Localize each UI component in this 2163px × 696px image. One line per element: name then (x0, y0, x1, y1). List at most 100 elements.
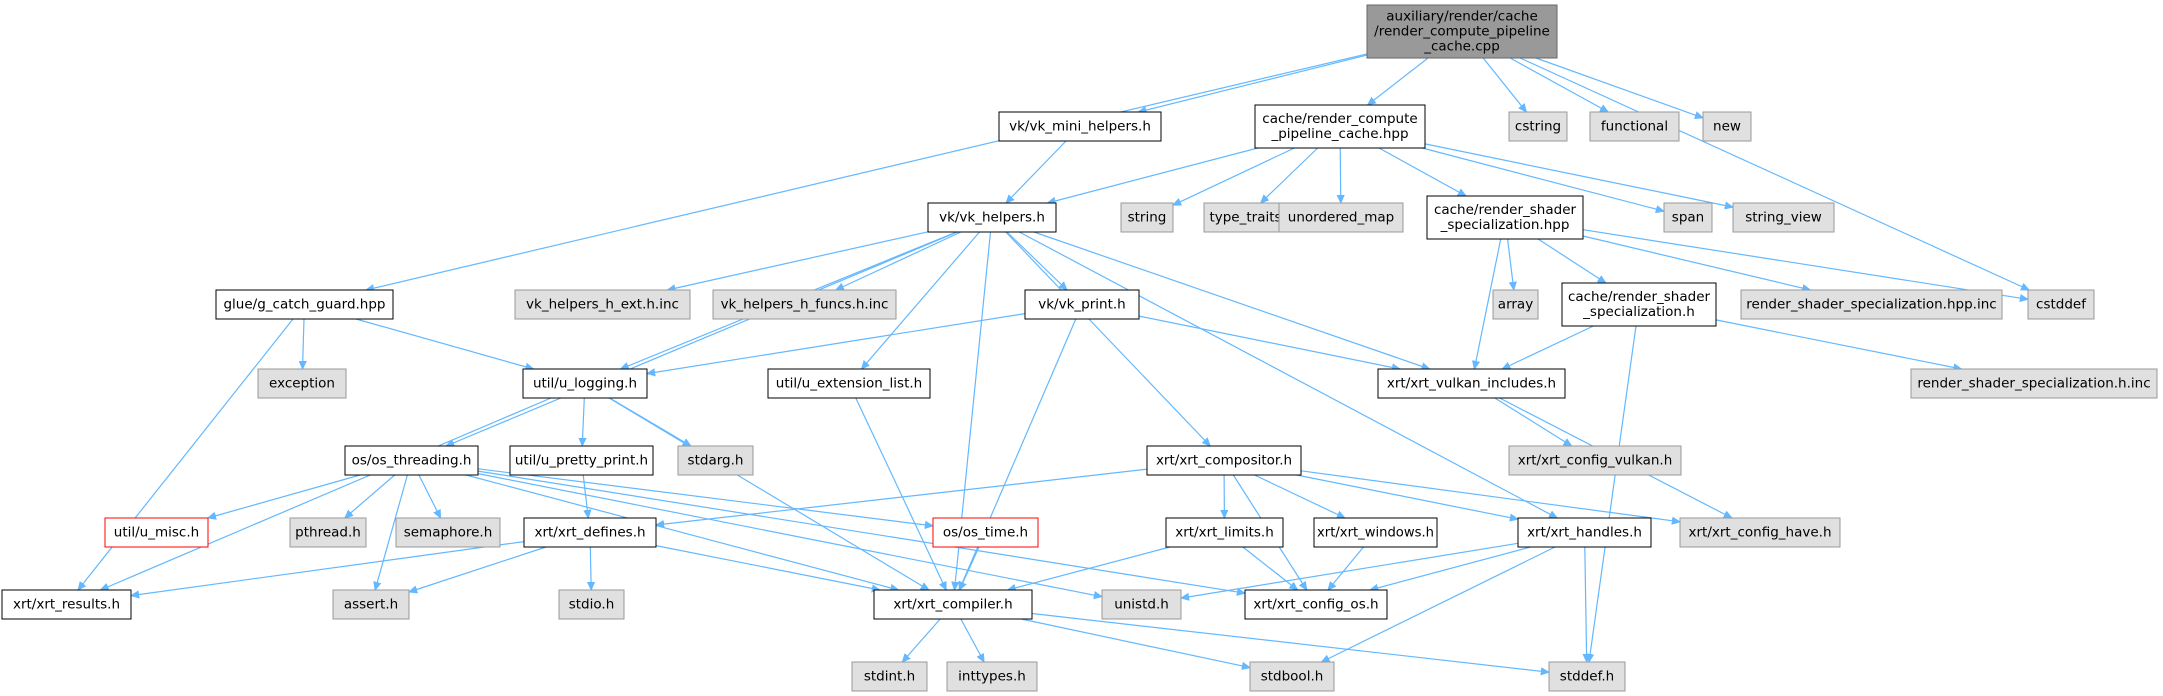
edge-root-to-vk_mini (1138, 54, 1368, 112)
node-vk_print[interactable]: vk/vk_print.h (1024, 289, 1140, 320)
node-box-rcp_hpp (1254, 104, 1426, 149)
edge-handles-to-stdbool (1322, 546, 1556, 663)
node-box-results (1, 589, 132, 620)
node-u_logging[interactable]: util/u_logging.h (522, 368, 648, 399)
node-box-stdio (558, 589, 625, 620)
edge-compositor-to-handles (1296, 474, 1518, 519)
edge-compiler-to-stddef (1031, 612, 1549, 673)
node-box-inttypes (946, 661, 1038, 692)
node-os_time[interactable]: os/os_time.h (932, 517, 1039, 548)
edge-compiler-to-stdint (902, 618, 941, 662)
node-label: stdio.h (569, 597, 615, 613)
edge-vk_helpers-to-vk_ext (667, 231, 929, 290)
node-box-span (1663, 202, 1713, 233)
edge-vk_helpers-to-vk_funcs (836, 231, 962, 291)
node-label: string (1128, 210, 1167, 226)
node-box-vk_includes (1377, 368, 1566, 399)
edge-compiler-to-stdbool (1021, 618, 1250, 668)
node-label: cstring (1515, 119, 1561, 135)
node-label: util/u_logging.h (533, 376, 637, 392)
edge-rcp_hpp-to-span (1422, 147, 1664, 211)
edge-vk_helpers-to-vk_print (1006, 231, 1067, 290)
node-compositor[interactable]: xrt/xrt_compositor.h (1146, 445, 1302, 476)
node-label: _pipeline_cache.hpp (1270, 126, 1408, 142)
node-label: auxiliary/render/cache (1386, 9, 1538, 25)
node-stdbool: stdbool.h (1249, 661, 1335, 692)
node-label: stdarg.h (688, 453, 744, 469)
node-box-type_traits (1203, 202, 1288, 233)
node-label: pthread.h (295, 525, 361, 541)
node-box-stdarg (677, 445, 754, 476)
edge-defines-to-results (131, 541, 525, 596)
node-box-vk_mini (998, 111, 1162, 142)
edge-root-to-functional (1509, 57, 1608, 112)
node-rss_hpp[interactable]: cache/render_shader_specialization.hpp (1426, 195, 1584, 240)
node-stddef: stddef.h (1548, 661, 1626, 692)
node-box-u_pretty (509, 445, 654, 476)
node-rcp_hpp[interactable]: cache/render_compute_pipeline_cache.hpp (1254, 104, 1426, 149)
node-label: cache/render_shader (1434, 202, 1577, 218)
node-handles[interactable]: xrt/xrt_handles.h (1517, 517, 1652, 548)
edge-vk_helpers-to-compositor (1005, 231, 1210, 446)
edge-rcp_hpp-to-string_view (1424, 143, 1733, 207)
node-functional: functional (1589, 111, 1680, 142)
node-u_pretty[interactable]: util/u_pretty_print.h (509, 445, 654, 476)
edge-vk_helpers-to-os_threading (446, 231, 958, 446)
edge-limits-to-compiler (1008, 546, 1170, 590)
node-root[interactable]: auxiliary/render/cache/render_compute_pi… (1366, 4, 1558, 59)
edge-root-to-cstring (1482, 57, 1526, 112)
node-defines[interactable]: xrt/xrt_defines.h (523, 517, 657, 548)
edge-vk_helpers-to-u_ext_list (862, 231, 980, 369)
node-label: render_shader_specialization.h.inc (1917, 376, 2150, 392)
node-limits[interactable]: xrt/xrt_limits.h (1165, 517, 1284, 548)
node-vk_includes[interactable]: xrt/xrt_vulkan_includes.h (1377, 368, 1566, 399)
edge-compositor-to-windows (1254, 474, 1346, 519)
edge-defines-to-compiler (655, 545, 880, 590)
node-type_traits: type_traits (1203, 202, 1288, 233)
node-label: stdbool.h (1261, 669, 1324, 685)
edge-os_threading-to-compiler (465, 474, 899, 590)
node-label: cache/render_shader (1568, 289, 1711, 305)
node-vk_helpers[interactable]: vk/vk_helpers.h (927, 202, 1057, 233)
node-box-compositor (1146, 445, 1302, 476)
edge-handles-to-cfg_os (1370, 546, 1531, 590)
node-string_view: string_view (1732, 202, 1835, 233)
edge-vk_mini-to-vk_helpers (1006, 140, 1067, 203)
edge-glue-to-u_logging (355, 318, 534, 369)
node-label: vk_helpers_h_ext.h.inc (526, 297, 679, 313)
node-u_misc[interactable]: util/u_misc.h (104, 517, 209, 548)
node-label: stddef.h (1560, 669, 1614, 685)
node-box-glue (215, 289, 394, 320)
node-string: string (1120, 202, 1174, 233)
edge-os_time-to-compiler (958, 546, 980, 590)
node-box-vk_helpers (927, 202, 1057, 233)
edge-defines-to-stdio (590, 546, 591, 590)
edge-os_threading-to-semaphore (418, 474, 442, 518)
edge-rss_h-to-stddef (1589, 325, 1637, 662)
node-rss_h[interactable]: cache/render_shader_specialization.h (1561, 282, 1717, 327)
edge-u_logging-to-results (101, 397, 552, 590)
node-label: unordered_map (1288, 210, 1394, 226)
node-windows[interactable]: xrt/xrt_windows.h (1313, 517, 1438, 548)
node-compiler[interactable]: xrt/xrt_compiler.h (873, 589, 1033, 620)
node-label: new (1713, 119, 1741, 135)
node-cfg_os[interactable]: xrt/xrt_config_os.h (1244, 589, 1388, 620)
edge-root-to-cstddef (1519, 57, 2029, 291)
node-label: string_view (1745, 210, 1822, 226)
node-box-functional (1589, 111, 1680, 142)
node-os_threading[interactable]: os/os_threading.h (344, 445, 479, 476)
node-label: /render_compute_pipeline (1374, 24, 1550, 40)
node-u_ext_list[interactable]: util/u_extension_list.h (767, 368, 931, 399)
node-box-string (1120, 202, 1174, 233)
node-label: xrt/xrt_limits.h (1175, 525, 1274, 541)
edge-rss_h-to-rss_h_inc (1715, 319, 1962, 369)
edge-vk_print-to-compiler (959, 318, 1077, 590)
node-label: assert.h (344, 597, 398, 613)
node-glue[interactable]: glue/g_catch_guard.hpp (215, 289, 394, 320)
node-results[interactable]: xrt/xrt_results.h (1, 589, 132, 620)
node-vk_mini[interactable]: vk/vk_mini_helpers.h (998, 111, 1162, 142)
edge-os_threading-to-os_time (477, 468, 933, 526)
node-label: functional (1601, 119, 1668, 135)
node-box-limits (1165, 517, 1284, 548)
